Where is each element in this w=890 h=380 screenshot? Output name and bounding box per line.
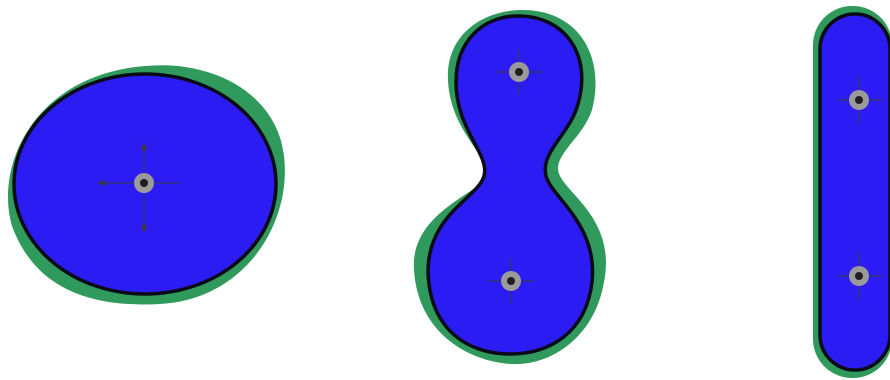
- centroid-marker-icon: [849, 266, 869, 286]
- centroid-marker-icon: [849, 90, 869, 110]
- centroid-marker-icon: [501, 271, 521, 291]
- capsule-body: [820, 14, 890, 370]
- centroid-marker-icon: [134, 173, 154, 193]
- centroid-marker-icon: [509, 62, 529, 82]
- panel-capsule: [813, 6, 890, 378]
